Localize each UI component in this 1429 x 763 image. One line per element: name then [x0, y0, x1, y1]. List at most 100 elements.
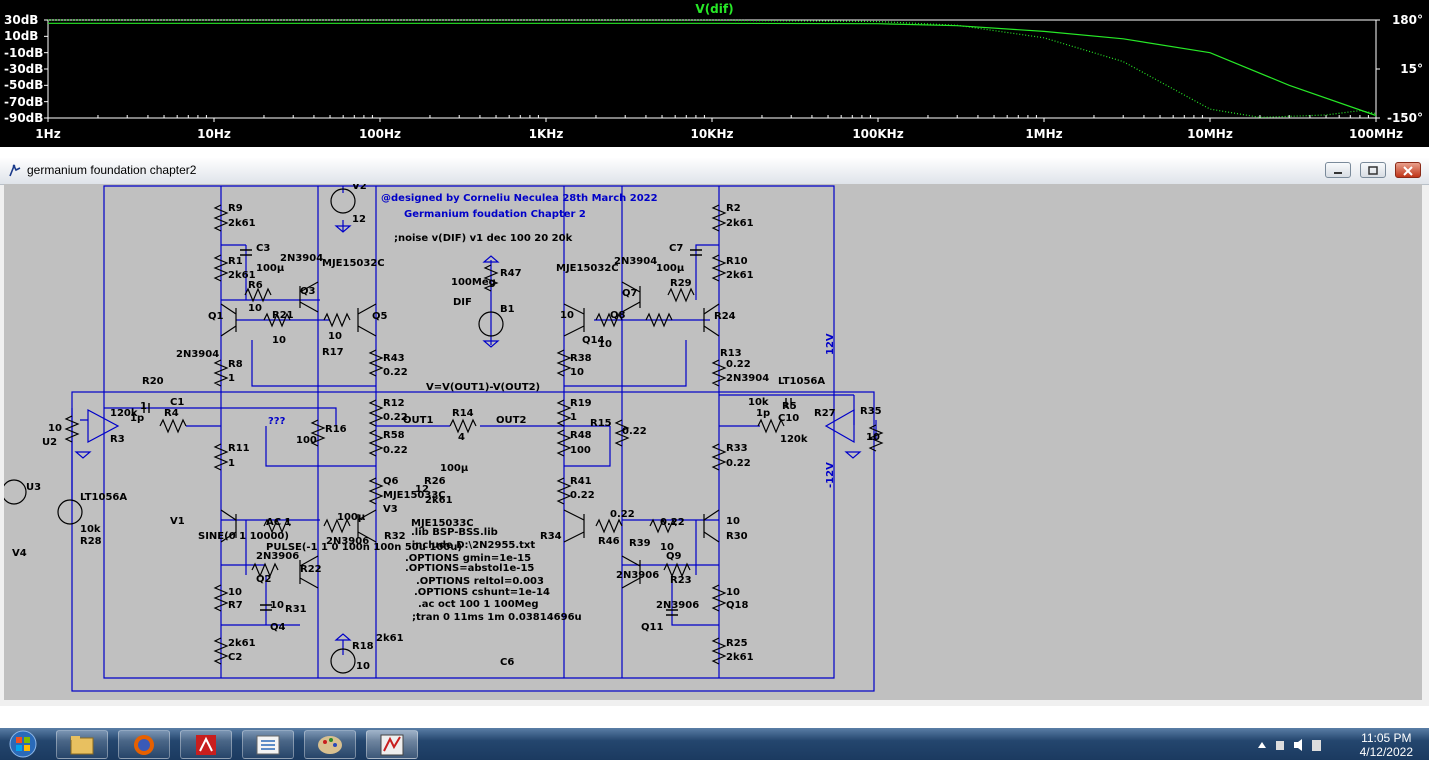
schematic-label[interactable]: 10: [598, 339, 612, 350]
schematic-label[interactable]: ;tran 0 11ms 1m 0.03814696u: [412, 612, 582, 623]
schematic-label[interactable]: Germanium foudation Chapter 2: [404, 209, 586, 220]
schematic-label[interactable]: 100µ: [256, 263, 285, 274]
schematic-label[interactable]: @designed by Corneliu Neculea 28th March…: [381, 193, 658, 204]
schematic-label[interactable]: OUT2: [496, 415, 527, 426]
schematic-label[interactable]: 0.22: [383, 412, 408, 423]
schematic-label[interactable]: Q1: [208, 311, 224, 322]
schematic-label[interactable]: R13: [720, 348, 742, 359]
trace-label[interactable]: V(dif): [695, 2, 734, 16]
schematic-label[interactable]: C7: [669, 243, 684, 254]
schematic-label[interactable]: 10k: [748, 397, 769, 408]
schematic-label[interactable]: R24: [714, 311, 736, 322]
schematic-label[interactable]: 100: [296, 435, 317, 446]
system-tray-icons[interactable]: [1256, 737, 1326, 753]
schematic-label[interactable]: 2N3904: [280, 253, 324, 264]
close-button[interactable]: [1395, 162, 1421, 178]
schematic-label[interactable]: 1: [140, 401, 147, 412]
schematic-label[interactable]: R23: [670, 575, 692, 586]
schematic-label[interactable]: R6: [248, 280, 263, 291]
schematic-label[interactable]: C6: [500, 657, 515, 668]
schematic-label[interactable]: 2k61: [726, 652, 754, 663]
schematic-label[interactable]: 10: [660, 542, 674, 553]
schematic-label[interactable]: R46: [598, 536, 620, 547]
schematic-label[interactable]: 100µ: [337, 512, 366, 523]
schematic-label[interactable]: R35: [860, 406, 882, 417]
maximize-button[interactable]: [1360, 162, 1386, 178]
schematic-label[interactable]: 10: [356, 661, 370, 672]
schematic-label[interactable]: R38: [570, 353, 592, 364]
schematic-label[interactable]: Q14: [582, 335, 605, 346]
schematic-label[interactable]: MJE15032C: [556, 263, 619, 274]
schematic-label[interactable]: .OPTIONS reltol=0.003: [416, 576, 544, 587]
schematic-label[interactable]: Q6: [383, 476, 399, 487]
schematic-label[interactable]: 0.22: [610, 509, 635, 520]
schematic-label[interactable]: Q3: [300, 286, 316, 297]
schematic-label[interactable]: PULSE(-1 1 0 100n 100n 50u 100u): [266, 542, 462, 553]
schematic-label[interactable]: 1p: [130, 413, 145, 424]
schematic-label[interactable]: 0.22: [726, 458, 751, 469]
window-titlebar[interactable]: germanium foundation chapter2: [0, 158, 1429, 185]
schematic-label[interactable]: MJE15032C: [322, 258, 385, 269]
schematic-label[interactable]: C2: [228, 652, 243, 663]
schematic-label[interactable]: R15: [590, 418, 612, 429]
schematic-label[interactable]: 2k61: [726, 218, 754, 229]
schematic-label[interactable]: -12V: [825, 462, 836, 488]
schematic-label[interactable]: R25: [726, 638, 748, 649]
schematic-label[interactable]: 0.22: [570, 490, 595, 501]
schematic-label[interactable]: 0.22: [660, 517, 685, 528]
schematic-label[interactable]: Q8: [610, 310, 626, 321]
schematic-label[interactable]: .ac oct 100 1 100Meg: [418, 599, 539, 610]
schematic-label[interactable]: Q18: [726, 600, 749, 611]
schematic-label[interactable]: 100µ: [440, 463, 469, 474]
schematic-label[interactable]: 100µ: [656, 263, 685, 274]
schematic-label[interactable]: .lib BSP-BSS.lib: [411, 527, 498, 538]
schematic-label[interactable]: R48: [570, 430, 592, 441]
schematic-label[interactable]: 10: [866, 432, 880, 443]
schematic-label[interactable]: R26: [424, 476, 446, 487]
schematic-label[interactable]: R47: [500, 268, 522, 279]
schematic-label[interactable]: R27: [814, 408, 836, 419]
schematic-label[interactable]: 10: [228, 587, 242, 598]
schematic-label[interactable]: 0.22: [726, 359, 751, 370]
schematic-label[interactable]: Q5: [372, 311, 388, 322]
schematic-label[interactable]: C10: [778, 413, 800, 424]
schematic-label[interactable]: R28: [80, 536, 102, 547]
schematic-label[interactable]: R17: [322, 347, 344, 358]
schematic-label[interactable]: R43: [383, 353, 405, 364]
schematic-label[interactable]: R31: [285, 604, 307, 615]
schematic-label[interactable]: R11: [228, 443, 250, 454]
schematic-label[interactable]: C1: [170, 397, 185, 408]
schematic-label[interactable]: R14: [452, 408, 474, 419]
schematic-label[interactable]: 1p: [756, 408, 771, 419]
schematic-label[interactable]: U3: [26, 482, 42, 493]
schematic-label[interactable]: 2k61: [376, 633, 404, 644]
schematic-label[interactable]: Q11: [641, 622, 664, 633]
schematic-label[interactable]: R8: [228, 359, 243, 370]
start-button[interactable]: [3, 729, 43, 759]
schematic-label[interactable]: 2N3906: [656, 600, 700, 611]
schematic-label[interactable]: R3: [110, 434, 125, 445]
schematic-label[interactable]: .include D:\2N2955.txt: [408, 540, 536, 551]
schematic-label[interactable]: .OPTIONS cshunt=1e-14: [414, 587, 550, 598]
schematic-label[interactable]: R19: [570, 398, 592, 409]
schematic-label[interactable]: MJE15033C: [383, 490, 446, 501]
schematic-label[interactable]: 10: [270, 600, 284, 611]
schematic-label[interactable]: 100: [570, 445, 591, 456]
schematic-label[interactable]: 10: [328, 331, 342, 342]
taskbar-list-button[interactable]: [242, 730, 294, 759]
schematic-label[interactable]: R22: [300, 564, 322, 575]
schematic-label[interactable]: R9: [228, 203, 243, 214]
schematic-label[interactable]: Q2: [256, 574, 272, 585]
taskbar-clock[interactable]: 11:05 PM 4/12/2022: [1360, 731, 1413, 759]
schematic-label[interactable]: 10: [570, 367, 584, 378]
schematic-label[interactable]: 10: [726, 516, 740, 527]
schematic-label[interactable]: .OPTIONS=abstol1e-15: [405, 563, 535, 574]
schematic-label[interactable]: V4: [12, 548, 27, 559]
schematic-label[interactable]: AC 1: [266, 517, 292, 528]
schematic-label[interactable]: 2N3904: [614, 256, 658, 267]
schematic-label[interactable]: R12: [383, 398, 405, 409]
schematic-label[interactable]: 100Meg: [451, 277, 496, 288]
schematic-label[interactable]: 0.22: [622, 426, 647, 437]
taskbar-paint-button[interactable]: [304, 730, 356, 759]
schematic-label[interactable]: ???: [268, 416, 286, 427]
